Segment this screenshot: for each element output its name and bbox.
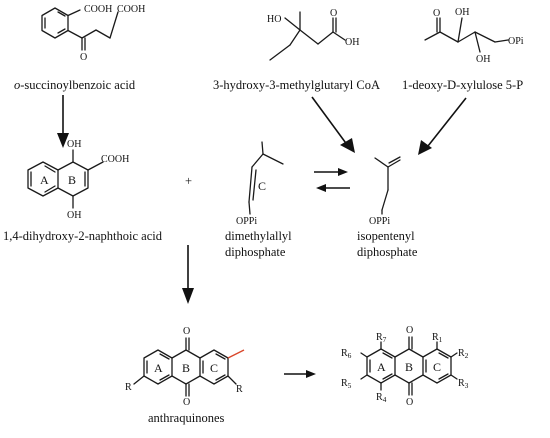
hmg-structure: HO O OH xyxy=(267,8,359,61)
anthraquinone-structure: O O A B C R R xyxy=(125,326,245,408)
dxp-oh-top: OH xyxy=(455,7,469,18)
gen-r3: R3 xyxy=(458,378,469,390)
arrow-dhna-to-anthraquinones xyxy=(182,245,194,304)
hmg-skeleton xyxy=(269,11,346,61)
gen-substituent-bonds xyxy=(360,341,458,391)
gen-r2: R2 xyxy=(458,348,469,360)
aq-ring-label-b: B xyxy=(182,361,190,375)
dxp-skeleton xyxy=(424,17,509,53)
gen-r1: R1 xyxy=(432,332,443,344)
arrow-hmg-to-ipp xyxy=(311,96,355,153)
ipp-name-line2: diphosphate xyxy=(357,245,418,259)
gen-ring-label-c: C xyxy=(433,360,441,374)
dmapp-opp: OPPi xyxy=(236,216,257,227)
dhna-ring-label-a: A xyxy=(40,173,49,187)
gen-o-top: O xyxy=(406,325,413,336)
dmapp-name-line1: dimethylallyl xyxy=(225,229,292,243)
gen-r4: R4 xyxy=(376,392,387,404)
dhna-name: 1,4-dihydroxy-2-naphthoic acid xyxy=(3,229,163,243)
ipp-name-line1: isopentenyl xyxy=(357,229,415,243)
dxp-name: 1-deoxy-D-xylulose 5-P xyxy=(402,78,523,92)
hmg-o: O xyxy=(330,8,337,19)
dhna-oh-top: OH xyxy=(67,139,81,150)
osb-cooh-right: COOH xyxy=(117,4,145,15)
dxp-structure: O OH OH OPi xyxy=(424,7,524,65)
dhna-ring-label-b: B xyxy=(68,173,76,187)
dhna-oh-bottom: OH xyxy=(67,210,81,221)
aq-r-left: R xyxy=(125,382,132,393)
hmg-oh: OH xyxy=(345,37,359,48)
osb-structure: COOH COOH O xyxy=(41,4,145,63)
equilibrium-arrows xyxy=(314,168,350,192)
aq-r-right: R xyxy=(236,384,243,395)
dhna-structure: A B OH OH COOH xyxy=(27,139,129,221)
osb-name: o-succinoylbenzoic acid xyxy=(14,78,136,92)
osb-side-chains xyxy=(67,9,119,51)
dhna-ring-b xyxy=(57,149,104,209)
aq-ring-label-c: C xyxy=(210,361,218,375)
aq-ring-b xyxy=(171,337,201,397)
dxp-oh-mid: OH xyxy=(476,54,490,65)
gen-ring-label-b: B xyxy=(405,360,413,374)
aq-highlight-bond xyxy=(227,349,245,359)
gen-r6: R6 xyxy=(341,348,352,360)
gen-r7: R7 xyxy=(376,332,387,344)
ipp-skeleton xyxy=(374,156,401,215)
osb-ketone-o: O xyxy=(80,52,87,63)
dhna-cooh: COOH xyxy=(101,154,129,165)
ipp-opp: OPPi xyxy=(369,216,390,227)
general-structure: O O A B C R7 R1 R6 R2 R5 R3 R4 xyxy=(341,325,469,408)
gen-o-bottom: O xyxy=(406,397,413,408)
dmapp-structure: C OPPi xyxy=(236,141,284,227)
arrow-to-general-structure xyxy=(284,370,316,378)
dxp-opi: OPi xyxy=(508,36,524,47)
gen-ring-b xyxy=(394,336,424,396)
plus-sign: + xyxy=(185,174,192,188)
osb-cooh-left: COOH xyxy=(84,4,112,15)
gen-r5: R5 xyxy=(341,378,352,390)
hmg-name: 3-hydroxy-3-methylglutaryl CoA xyxy=(213,78,380,92)
aq-o-bottom: O xyxy=(183,397,190,408)
hmg-ho: HO xyxy=(267,14,281,25)
osb-benzene-ring xyxy=(41,7,69,39)
aq-o-top: O xyxy=(183,326,190,337)
dmapp-ring-label-c: C xyxy=(258,179,266,193)
arrow-osb-to-dhna xyxy=(57,95,69,148)
anthraquinones-name: anthraquinones xyxy=(148,411,225,425)
dxp-o: O xyxy=(433,8,440,19)
gen-ring-label-a: A xyxy=(377,360,386,374)
aq-ring-label-a: A xyxy=(154,361,163,375)
dmapp-skeleton xyxy=(248,141,284,215)
ipp-structure: OPPi xyxy=(369,156,401,227)
arrow-dxp-to-ipp xyxy=(418,97,467,155)
dmapp-name-line2: diphosphate xyxy=(225,245,286,259)
